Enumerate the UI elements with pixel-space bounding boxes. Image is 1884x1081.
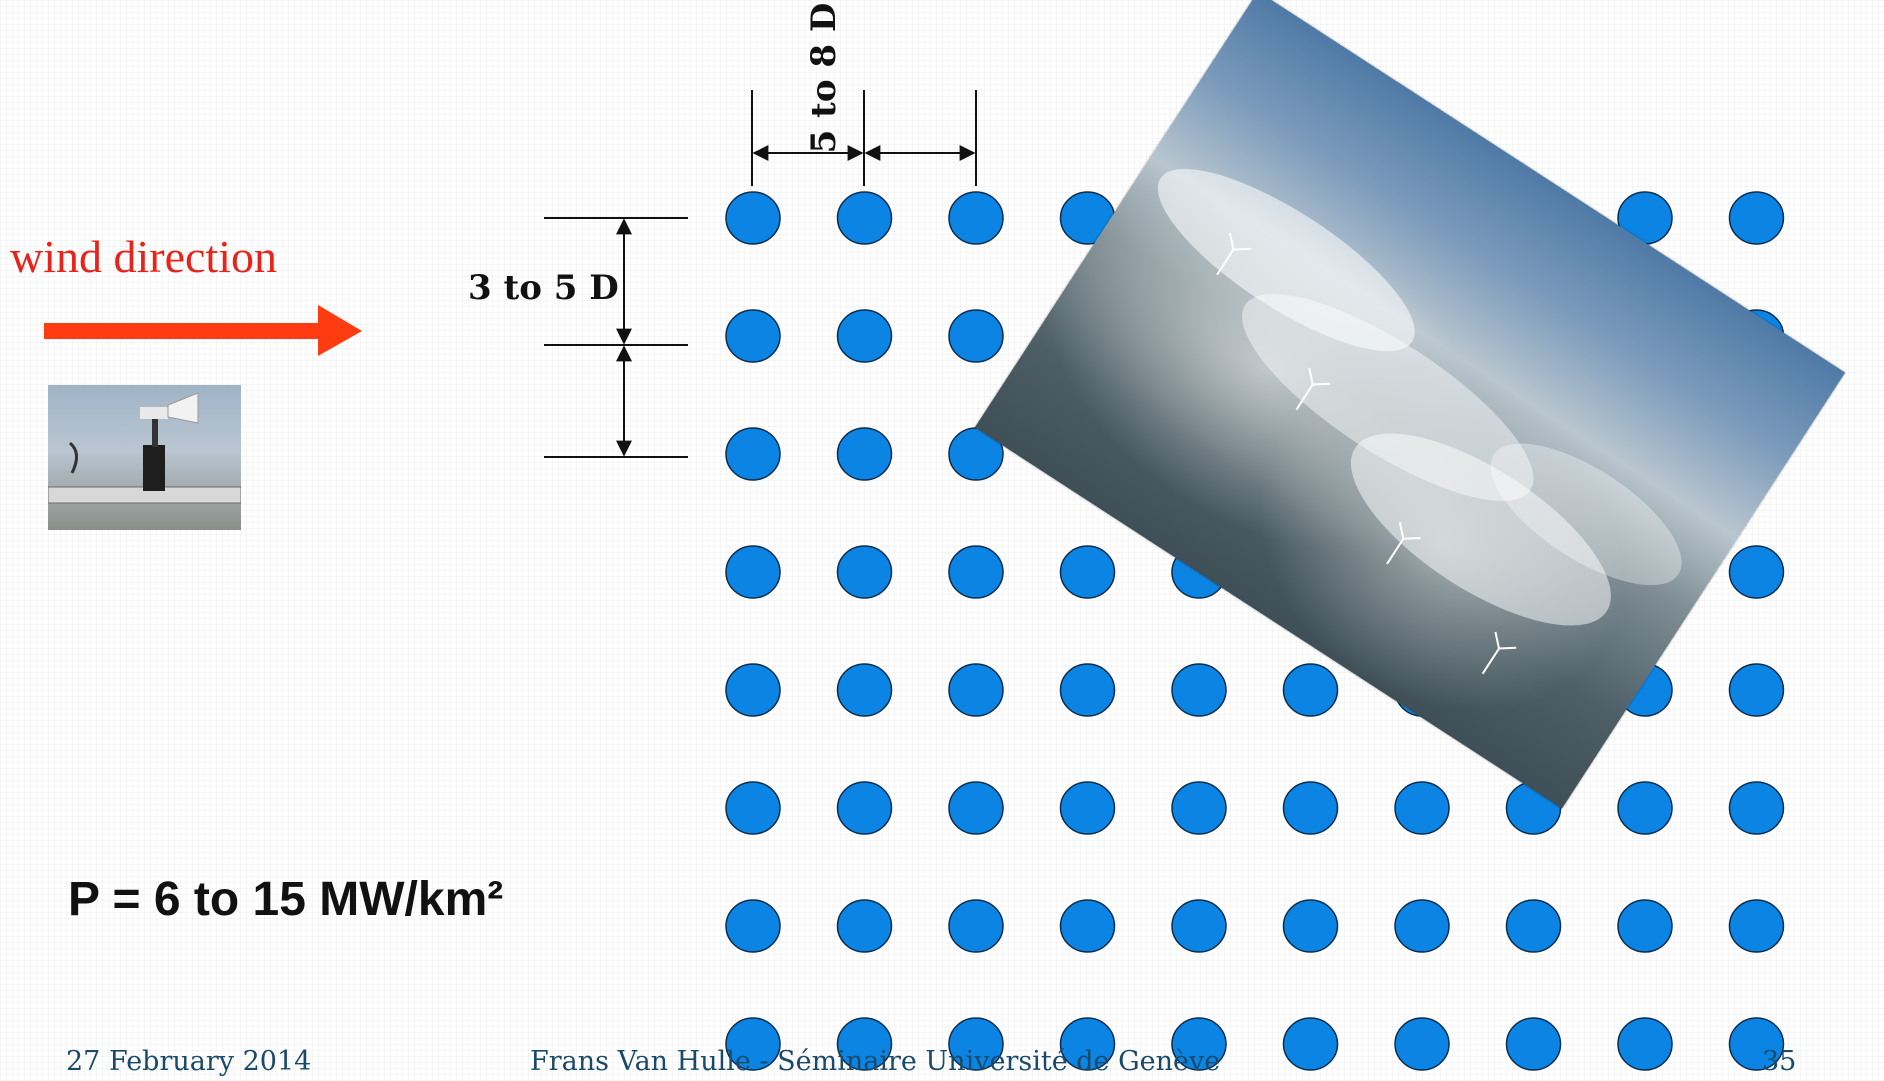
turbine-dot — [1617, 899, 1673, 953]
turbine-dot — [1617, 1017, 1673, 1071]
row-spacing-dimension — [544, 217, 688, 458]
turbine-dot — [836, 781, 893, 835]
turbine-dot — [1059, 663, 1116, 717]
turbine-dot — [725, 545, 781, 599]
turbine-dot — [1394, 781, 1450, 835]
turbine-dot — [1728, 191, 1785, 245]
turbine-dot — [948, 899, 1004, 953]
turbine-dot — [948, 191, 1004, 245]
turbine-dot — [1059, 899, 1116, 953]
footer-page-number: 35 — [1762, 1046, 1797, 1077]
turbine-dot — [1282, 663, 1339, 717]
power-density-label: P = 6 to 15 MW/km² — [68, 873, 504, 926]
turbine-dot — [1394, 1017, 1450, 1071]
turbine-dot — [1728, 545, 1785, 599]
turbine-dot — [725, 781, 781, 835]
offshore-wind-farm-photo — [974, 0, 1846, 809]
turbine-dot — [725, 191, 781, 245]
wind-direction-arrow — [44, 305, 362, 356]
turbine-dot — [836, 1017, 893, 1071]
turbine-dot — [725, 309, 781, 363]
turbine-dot — [1171, 899, 1227, 953]
turbine-dot — [1059, 545, 1116, 599]
turbine-dot — [1282, 899, 1339, 953]
turbine-dot — [948, 663, 1004, 717]
turbine-dot — [725, 663, 781, 717]
turbine-dot — [1171, 781, 1227, 835]
turbine-dot — [1171, 663, 1227, 717]
footer-credit: Frans Van Hulle - Séminaire Université d… — [530, 1046, 1221, 1077]
turbine-dot — [1059, 781, 1116, 835]
turbine-dot — [948, 309, 1004, 363]
turbine-dot — [948, 1017, 1004, 1071]
col-spacing-label: 5 to 8 D — [804, 2, 844, 154]
turbine-dot — [1505, 1017, 1562, 1071]
turbine-dot — [836, 663, 893, 717]
turbine-dot — [725, 427, 781, 481]
turbine-dot — [1282, 781, 1339, 835]
turbine-dot — [948, 545, 1004, 599]
turbine-dot — [1505, 899, 1562, 953]
wind-vane-photo — [48, 385, 241, 530]
turbine-dot — [1394, 899, 1450, 953]
turbine-dot — [836, 899, 893, 953]
col-spacing-dimension — [751, 90, 977, 186]
turbine-dot — [948, 781, 1004, 835]
turbine-dot — [1059, 1017, 1116, 1071]
turbine-dot — [836, 545, 893, 599]
wind-direction-label: wind direction — [10, 231, 277, 282]
turbine-dot — [725, 899, 781, 953]
turbine-dot — [836, 427, 893, 481]
turbine-dot — [1728, 899, 1785, 953]
turbine-dot — [1728, 663, 1785, 717]
turbine-dot — [1171, 1017, 1227, 1071]
turbine-dot — [1728, 781, 1785, 835]
turbine-dot — [836, 309, 893, 363]
turbine-dot — [1728, 1017, 1785, 1071]
footer-date: 27 February 2014 — [66, 1046, 312, 1077]
turbine-dot — [836, 191, 893, 245]
turbine-dot — [725, 1017, 781, 1071]
turbine-dot — [1282, 1017, 1339, 1071]
turbine-dot — [1617, 781, 1673, 835]
row-spacing-label: 3 to 5 D — [468, 268, 619, 308]
